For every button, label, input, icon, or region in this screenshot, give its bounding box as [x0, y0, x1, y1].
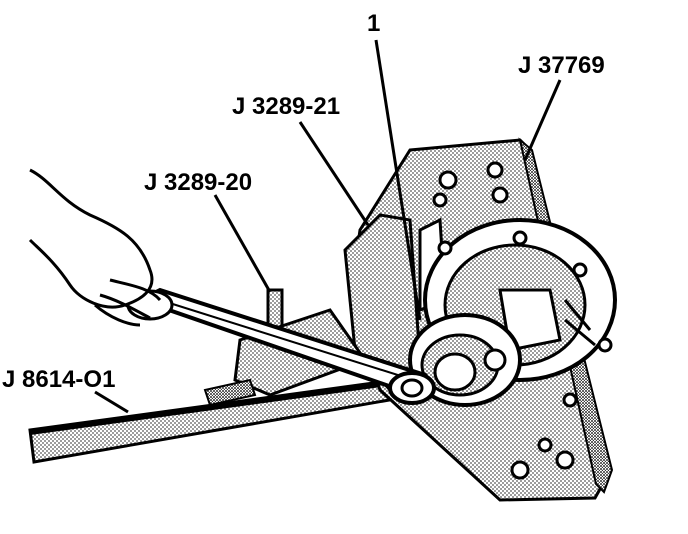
callout-stand: J 3289-20 [144, 169, 253, 196]
callout-flange-holder: J 8614-O1 [2, 366, 116, 393]
leader-lines [94, 39, 562, 414]
callout-holding-fixture: J 37769 [518, 52, 605, 79]
callout-item-1: 1 [367, 10, 381, 37]
pinion-flange [408, 313, 522, 407]
callout-adapter: J 3289-21 [232, 93, 341, 120]
hand-illustration [28, 168, 162, 327]
